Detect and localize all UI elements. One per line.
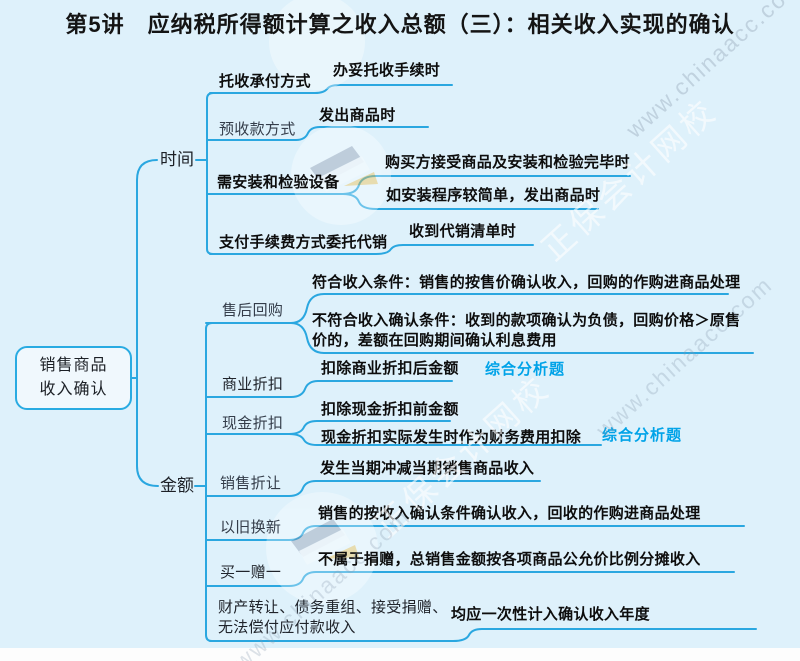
detail-cash-discount-finance-expense: 现金折扣实际发生时作为财务费用扣除 bbox=[321, 430, 582, 446]
node-property-transfer-line1: 财产转让、债务重组、接受捐赠、 bbox=[218, 600, 448, 616]
node-sales-allowance: 销售折让 bbox=[220, 476, 282, 492]
node-consignment-fee: 支付手续费方式委托代销 bbox=[219, 235, 388, 251]
root-node: 销售商品 收入确认 bbox=[15, 346, 132, 410]
detail-simple-install-dispatch: 如安装程序较简单，发出商品时 bbox=[386, 188, 601, 204]
detail-collection-procedure-done: 办妥托收手续时 bbox=[333, 63, 441, 79]
detail-repurchase-unqualified-line2: 价的，差额在回购期间确认利息费用 bbox=[312, 333, 557, 349]
bottom-margin bbox=[0, 648, 800, 661]
detail-one-time-recognition: 均应一次性计入确认收入年度 bbox=[451, 607, 650, 623]
detail-buyer-accepts-install-complete: 购买方接受商品及安装和检验完毕时 bbox=[385, 155, 630, 171]
detail-after-trade-discount: 扣除商业折扣后金额 bbox=[321, 361, 459, 377]
node-install-inspect-equipment: 需安装和检验设备 bbox=[217, 175, 340, 191]
branch-amount-label: 金额 bbox=[160, 476, 194, 495]
detail-fair-value-allocation: 不属于捐赠，总销售金额按各项商品公允价比例分摊收入 bbox=[318, 552, 701, 568]
node-advance-payment: 预收款方式 bbox=[219, 122, 296, 138]
detail-consignment-list-received: 收到代销清单时 bbox=[409, 224, 517, 240]
node-property-transfer-line2: 无法偿付应付款收入 bbox=[218, 620, 356, 636]
detail-goods-dispatched: 发出商品时 bbox=[319, 108, 396, 124]
node-collection-acceptance: 托收承付方式 bbox=[219, 74, 311, 90]
node-sale-repurchase: 售后回购 bbox=[222, 303, 284, 319]
page-title: 第5讲 应纳税所得额计算之收入总额（三）：相关收入实现的确认 bbox=[65, 12, 735, 37]
detail-repurchase-qualified: 符合收入条件：销售的按售价确认收入，回购的作购进商品处理 bbox=[312, 275, 741, 291]
badge-comprehensive-analysis-2: 综合分析题 bbox=[602, 427, 683, 444]
root-label-line2: 收入确认 bbox=[39, 381, 108, 398]
node-trade-in: 以旧换新 bbox=[220, 520, 282, 536]
detail-repurchase-unqualified-line1: 不符合收入确认条件：收到的款项确认为负债，回购价格＞原售 bbox=[312, 313, 741, 329]
node-cash-discount: 现金折扣 bbox=[222, 416, 284, 432]
badge-comprehensive-analysis-1: 综合分析题 bbox=[485, 361, 566, 378]
detail-offset-current-revenue: 发生当期冲减当期销售商品收入 bbox=[320, 461, 535, 477]
branch-time-label: 时间 bbox=[160, 150, 194, 169]
detail-trade-in-treatment: 销售的按收入确认条件确认收入，回收的作购进商品处理 bbox=[318, 506, 701, 522]
node-trade-discount: 商业折扣 bbox=[222, 377, 284, 393]
detail-before-cash-discount: 扣除现金折扣前金额 bbox=[321, 402, 459, 418]
node-buy-one-get-one: 买一赠一 bbox=[220, 565, 282, 581]
root-label-line1: 销售商品 bbox=[39, 357, 108, 374]
